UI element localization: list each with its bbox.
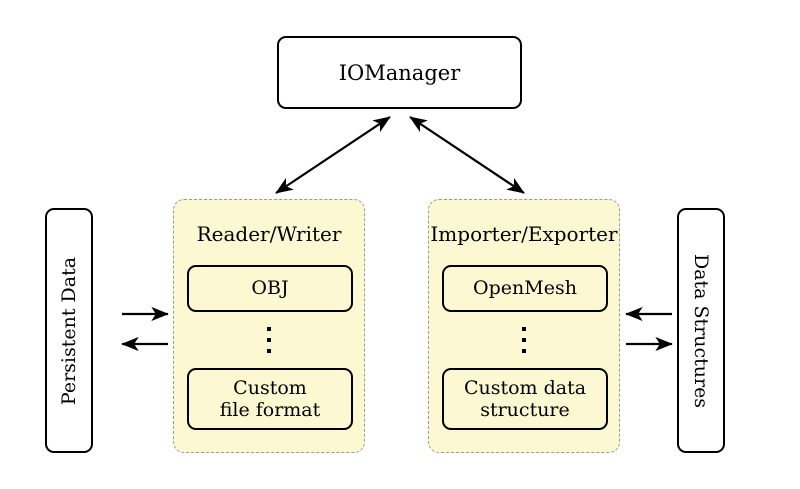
arrow-iomanager-readerwriter xyxy=(275,116,391,194)
node-obj-label: OBJ xyxy=(251,277,289,300)
node-custom-data-structure-line2: structure xyxy=(480,399,570,421)
vertical-dots-icon xyxy=(429,320,619,353)
node-custom-data-structure[interactable]: Custom data structure xyxy=(442,368,608,430)
node-openmesh[interactable]: OpenMesh xyxy=(442,265,608,312)
group-importer-exporter-title: Importer/Exporter xyxy=(430,222,618,246)
node-custom-file-format-label: Custom file format xyxy=(220,377,321,422)
vertical-dots-icon xyxy=(174,320,364,353)
node-custom-data-structure-label: Custom data structure xyxy=(464,377,586,422)
node-persistent-data-label: Persistent Data xyxy=(58,256,80,405)
group-reader-writer-title: Reader/Writer xyxy=(196,222,342,246)
node-obj[interactable]: OBJ xyxy=(187,265,353,312)
node-custom-file-format-line2: file format xyxy=(219,399,321,421)
node-custom-data-structure-line1: Custom data xyxy=(463,376,587,399)
arrow-iomanager-importerexporter xyxy=(409,116,525,194)
node-persistent-data[interactable]: Persistent Data xyxy=(45,208,93,453)
node-custom-file-format-line1: Custom xyxy=(233,376,307,399)
node-iomanager[interactable]: IOManager xyxy=(277,36,522,109)
node-custom-file-format[interactable]: Custom file format xyxy=(187,368,353,430)
node-data-structures-label: Data Structures xyxy=(690,253,712,408)
node-openmesh-label: OpenMesh xyxy=(473,277,577,300)
group-reader-writer[interactable]: Reader/Writer OBJ Custom file format xyxy=(173,199,365,453)
node-iomanager-label: IOManager xyxy=(338,60,461,85)
group-importer-exporter[interactable]: Importer/Exporter OpenMesh Custom data s… xyxy=(428,199,620,453)
node-data-structures[interactable]: Data Structures xyxy=(677,208,725,453)
